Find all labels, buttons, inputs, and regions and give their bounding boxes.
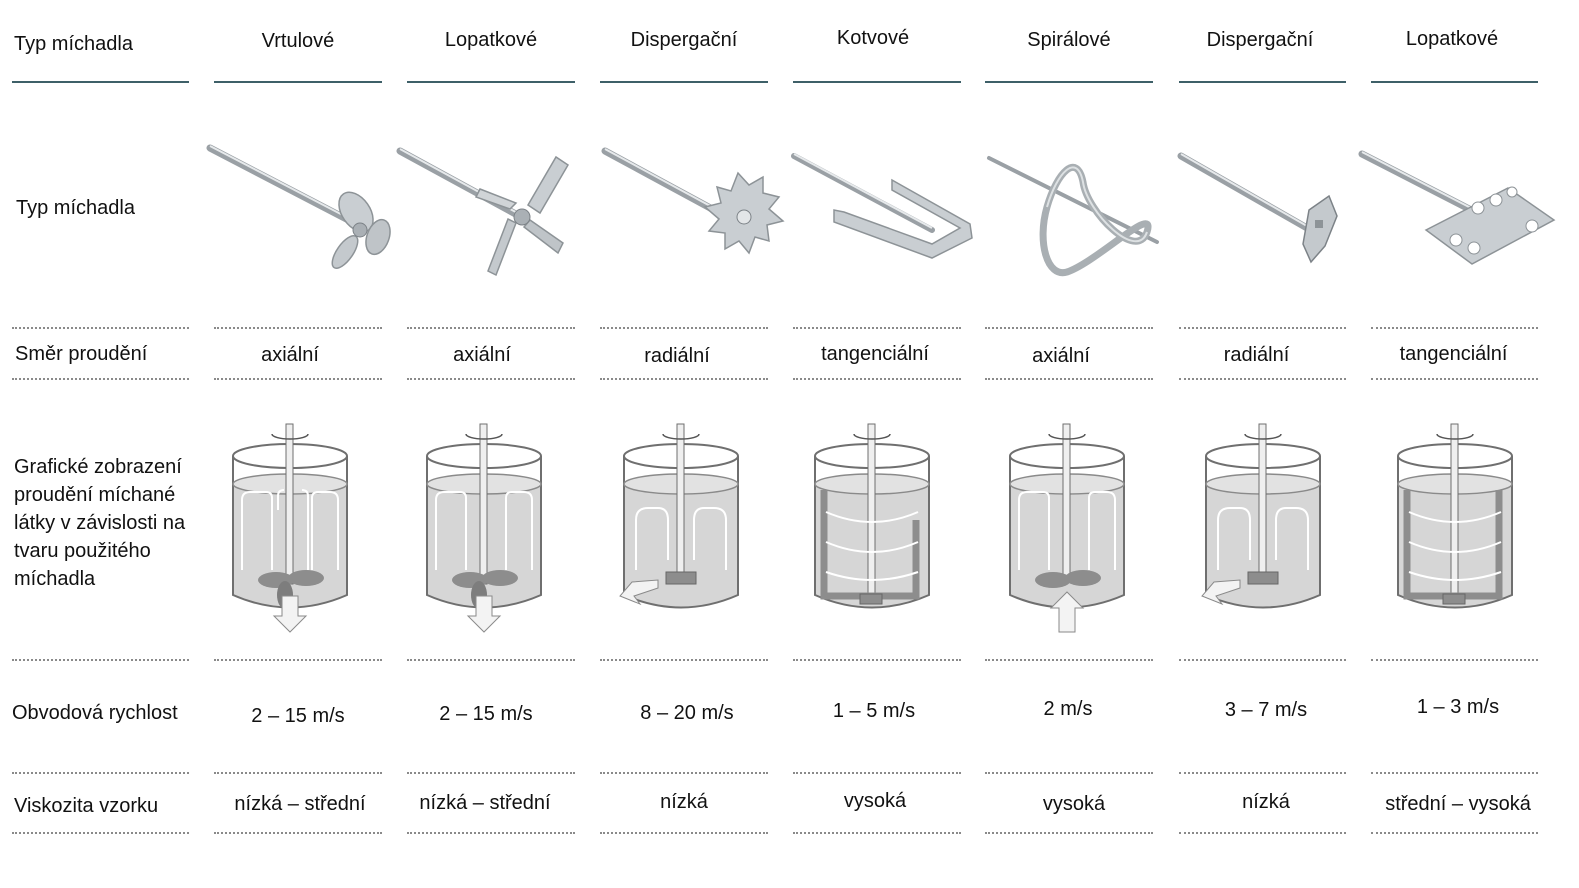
viscosity-3: nízká	[660, 791, 708, 813]
header-rule	[985, 81, 1153, 83]
row-label-viscosity: Viskozita vzorku	[14, 795, 159, 817]
column-header-1: Vrtulové	[261, 30, 335, 52]
flow-direction-2: axiální	[453, 344, 511, 366]
header-rule	[1371, 81, 1538, 83]
flow-direction-4: tangenciální	[821, 343, 929, 365]
radial-flow-vessel-icon	[1201, 423, 1321, 609]
peripheral-speed-4: 1 – 5 m/s	[832, 700, 916, 722]
column-header-7: Lopatkové	[1405, 28, 1499, 50]
peripheral-speed-2: 2 – 15 m/s	[439, 703, 533, 725]
dispersing-disc-stirrer-icon	[601, 147, 785, 255]
header-rule	[1179, 81, 1346, 83]
viscosity-2: nízká – střední	[419, 792, 551, 814]
column-header-4: Kotvové	[836, 27, 910, 49]
flow-direction-1: axiální	[261, 344, 319, 366]
row-label-flow-direction: Směr proudění	[15, 343, 148, 365]
dissolver-stirrer-icon	[1177, 152, 1338, 264]
row-label-flow-graphic: Grafické zobrazení proudění míchané látk…	[14, 456, 186, 590]
radial-flow-vessel-icon	[619, 423, 739, 609]
viscosity-7: střední – vysoká	[1385, 793, 1531, 815]
axial-flow-down-vessel-icon	[232, 423, 348, 633]
axial-flow-down-vessel-icon	[426, 423, 542, 633]
flow-direction-3: radiální	[644, 345, 710, 367]
viscosity-6: nízká	[1242, 791, 1290, 813]
perforated-paddle-stirrer-icon	[1358, 150, 1556, 265]
tangential-flow-vessel-icon	[814, 423, 930, 609]
viscosity-5: vysoká	[1042, 793, 1106, 815]
blade-stirrer-icon	[396, 147, 570, 277]
axial-flow-up-vessel-icon	[1009, 423, 1125, 633]
viscosity-1: nízká – střední	[234, 793, 366, 815]
row-label-type-image: Typ míchadla	[16, 197, 135, 219]
column-header-6: Dispergační	[1206, 29, 1314, 51]
flow-direction-6: radiální	[1223, 344, 1290, 366]
column-header-5: Spirálové	[1027, 29, 1111, 51]
tangential-flow-vessel-icon	[1397, 423, 1513, 609]
anchor-stirrer-icon	[791, 153, 973, 259]
row-label-peripheral-speed: Obvodová rychlost	[12, 702, 178, 724]
peripheral-speed-6: 3 – 7 m/s	[1224, 699, 1308, 721]
column-header-3: Dispergační	[630, 29, 738, 51]
row-label-type-header: Typ míchadla	[14, 33, 133, 55]
peripheral-speed-1: 2 – 15 m/s	[251, 705, 345, 727]
flow-direction-5: axiální	[1032, 345, 1090, 367]
peripheral-speed-5: 2 m/s	[1043, 698, 1093, 720]
flow-direction-7: tangenciální	[1399, 343, 1508, 365]
peripheral-speed-7: 1 – 3 m/s	[1416, 696, 1500, 718]
propeller-stirrer-icon	[206, 144, 391, 269]
viscosity-4: vysoká	[843, 790, 907, 812]
header-rule	[793, 81, 961, 83]
header-rule	[600, 81, 768, 83]
spiral-stirrer-icon	[987, 156, 1159, 277]
column-header-2: Lopatkové	[444, 29, 538, 51]
peripheral-speed-3: 8 – 20 m/s	[640, 702, 734, 724]
header-rule	[407, 81, 575, 83]
header-rule	[214, 81, 382, 83]
header-rule	[12, 81, 189, 83]
